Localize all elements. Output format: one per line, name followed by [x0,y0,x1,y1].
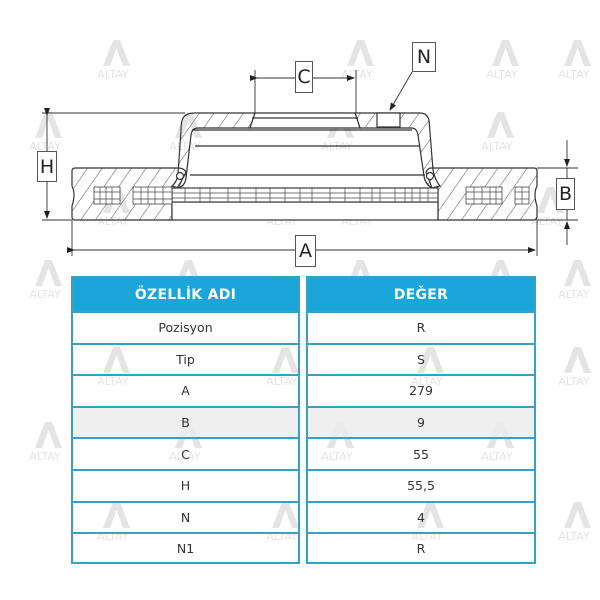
inner-disc-bottom [171,201,439,221]
svg-text:ALTAY: ALTAY [29,288,61,301]
column-header-property-name: ÖZELLİK ADI [73,278,298,311]
svg-text:ALTAY: ALTAY [558,530,590,543]
dimension-label-a: A [295,235,316,267]
svg-text:ALTAY: ALTAY [558,375,590,388]
property-value-table: DEĞER R S 279 9 55 55,5 4 R [306,276,536,564]
table-row-name: Tip [73,342,298,375]
table-row-value: 279 [308,374,534,406]
dimension-label-h: H [37,151,57,182]
dimension-lines [42,70,578,256]
table-row-name: H [73,468,298,501]
center-bore [249,112,361,129]
hub-hat-left-wall [170,112,256,189]
table-row-value: 55 [308,437,534,469]
table-row-name: Pozisyon [73,311,298,343]
table-row-value: 9 [308,405,534,438]
table-row-value: R [308,311,534,343]
disc-body [71,112,538,221]
table-row-value: 55,5 [308,468,534,501]
dimension-label-n: N [412,42,436,72]
brake-disc-cross-section-drawing [42,70,578,256]
table-row-name: A [73,374,298,406]
altay-watermark-icon: ALTAY [18,420,72,464]
n-slot [376,112,401,128]
table-row-name: N [73,500,298,533]
vent-channels [93,186,530,205]
table-row-name: N1 [73,532,298,564]
table-row-value: S [308,342,534,375]
table-row-value: 4 [308,500,534,533]
altay-watermark-icon: ALTAY [547,500,600,544]
table-row-name: B [73,405,298,438]
dimension-label-c: C [295,61,313,93]
svg-text:ALTAY: ALTAY [29,450,61,463]
altay-watermark-icon: ALTAY [547,345,600,389]
vent-band [171,187,439,203]
table-row-value: R [308,532,534,564]
property-name-table: ÖZELLİK ADI Pozisyon Tip A B C H N N1 [71,276,300,564]
column-header-value: DEĞER [308,278,534,311]
dimension-label-b: B [556,178,575,210]
n-leader-line [389,71,413,111]
svg-text:ALTAY: ALTAY [558,288,590,301]
table-row-name: C [73,437,298,469]
